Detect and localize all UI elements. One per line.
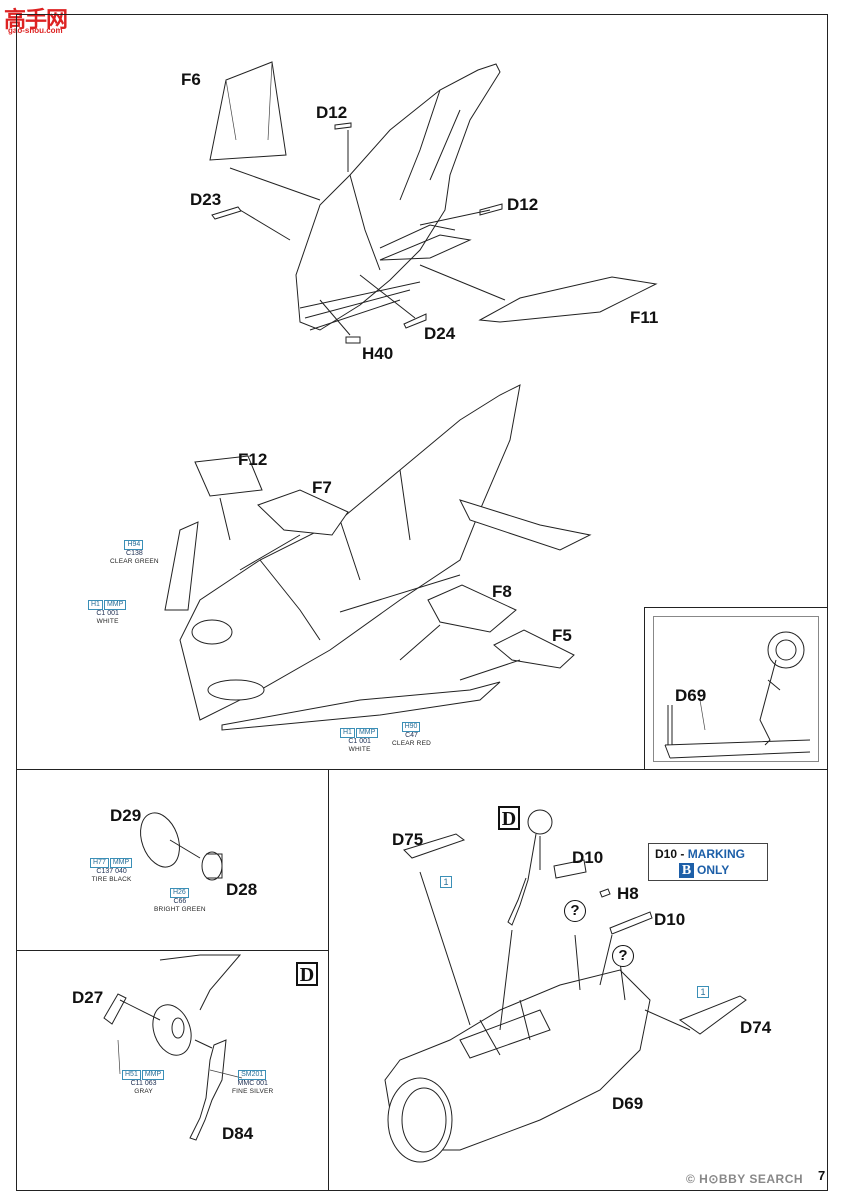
bottom-panel-frame [16, 769, 828, 1191]
nose-assembly-drawing [384, 809, 747, 1163]
inset-gear-drawing [664, 631, 811, 759]
watermark: © H⊙BBY SEARCH [686, 1172, 804, 1186]
main-gear-drawing [103, 954, 243, 1141]
page-number: 7 [818, 1168, 826, 1183]
divider-vertical [328, 769, 329, 1191]
part-label-d29: D29 [110, 806, 142, 825]
divider-horizontal [16, 950, 329, 951]
inset-inner-frame [653, 616, 819, 762]
part-label-f12: F12 [238, 450, 268, 469]
question-marker-1: ? [564, 900, 586, 922]
part-label-d12-b: D12 [507, 195, 539, 214]
part-label-d27: D27 [72, 988, 104, 1007]
part-label-d23: D23 [190, 190, 222, 209]
wheel-drawing [140, 812, 223, 881]
marking-suffix: ONLY [697, 863, 730, 877]
paint-code-bright-green: H26 C66 BRIGHT GREEN [154, 888, 206, 913]
paint-code-clear-green: H94 C138 CLEAR GREEN [110, 540, 159, 565]
part-label-f8: F8 [492, 582, 512, 601]
paint-code-clear-red: H90 C47 CLEAR RED [392, 722, 432, 747]
marking-letter-badge: B [679, 863, 694, 878]
part-label-h40: H40 [362, 344, 394, 363]
site-logo: 高手网 gao-shou.com [4, 4, 74, 35]
fuselage-assembly-middle [164, 384, 592, 731]
part-label-d69-inset: D69 [675, 686, 707, 705]
marking-line: D10 - MARKING [655, 847, 746, 861]
callout-1-d75: 1 [440, 876, 452, 888]
callout-1-d74: 1 [697, 986, 709, 998]
part-label-d10: D10 [572, 848, 604, 867]
marking-b-only-note: D10 - MARKING B ONLY [648, 843, 768, 881]
part-label-f5: F5 [552, 626, 572, 645]
inset-frame [644, 607, 828, 770]
part-label-f7: F7 [312, 478, 332, 497]
tail-assembly-top [209, 61, 658, 344]
part-label-d69-nose: D69 [612, 1094, 644, 1113]
part-label-d12: D12 [316, 103, 348, 122]
step-badge-d-right: D [498, 806, 520, 830]
paint-code-fine-silver: SM201 MMC 001 FINE SILVER [232, 1070, 274, 1095]
part-label-d28: D28 [226, 880, 258, 899]
logo-subtext: gao-shou.com [8, 26, 63, 35]
part-label-d84: D84 [222, 1124, 254, 1143]
logo-text: 高手网 [4, 8, 68, 33]
question-marker-2: ? [612, 945, 634, 967]
part-label-d74: D74 [740, 1018, 772, 1037]
part-label-d75: D75 [392, 830, 424, 849]
part-label-f6: F6 [181, 70, 201, 89]
part-label-d10-b: D10 [654, 910, 686, 929]
part-label-h8: H8 [617, 884, 639, 903]
step-badge-d-left: D [296, 962, 318, 986]
part-label-d24: D24 [424, 324, 456, 343]
part-label-f11: F11 [630, 308, 659, 327]
